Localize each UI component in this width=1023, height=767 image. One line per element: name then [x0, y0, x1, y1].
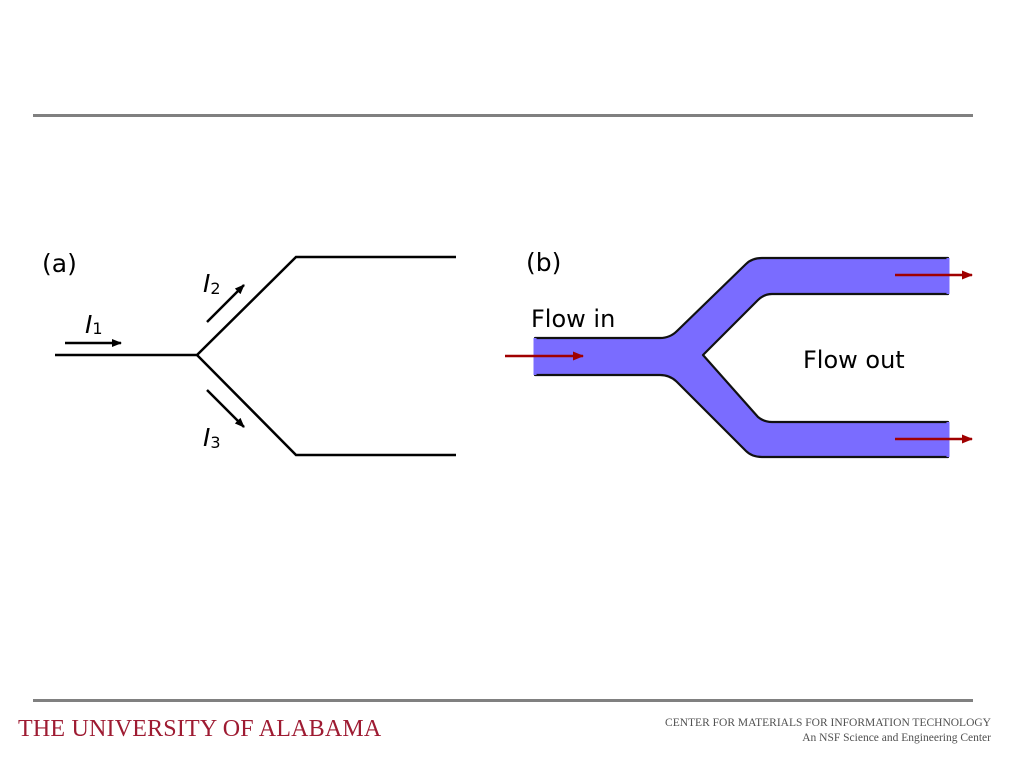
current-1-label: I1 — [85, 310, 103, 339]
current-3-arrow — [206, 389, 245, 428]
current-3-symbol: I — [203, 423, 210, 452]
wire-lower-branch — [196, 354, 456, 457]
panel-a: (a) I1 I2 I3 — [42, 249, 456, 457]
flow-in-label: Flow in — [531, 305, 615, 333]
flow-out-label: Flow out — [803, 346, 905, 374]
bottom-divider — [33, 699, 973, 702]
current-2-label: I2 — [203, 269, 221, 298]
panel-a-label: (a) — [42, 249, 77, 278]
current-1-symbol: I — [85, 310, 92, 339]
current-2-symbol: I — [203, 269, 210, 298]
panel-b: (b) Flow in Flow out — [505, 248, 973, 459]
top-divider — [33, 114, 973, 117]
center-name-line2: An NSF Science and Engineering Center — [802, 732, 991, 744]
junction-diagram: (a) I1 I2 I3 (b) Flow in Flow out — [42, 248, 973, 459]
flow-channel — [533, 256, 950, 459]
wire-upper-branch — [55, 255, 456, 357]
panel-b-label: (b) — [526, 248, 561, 277]
current-1-subscript: 1 — [92, 319, 102, 338]
center-name: CENTER FOR MATERIALS FOR INFORMATION TEC… — [665, 716, 991, 746]
current-3-subscript: 3 — [210, 433, 220, 452]
center-name-line1: CENTER FOR MATERIALS FOR INFORMATION TEC… — [665, 717, 991, 729]
university-name: THE UNIVERSITY OF ALABAMA — [18, 716, 382, 742]
current-3-label: I3 — [203, 423, 221, 452]
current-2-arrow — [206, 284, 245, 323]
current-2-subscript: 2 — [210, 279, 220, 298]
